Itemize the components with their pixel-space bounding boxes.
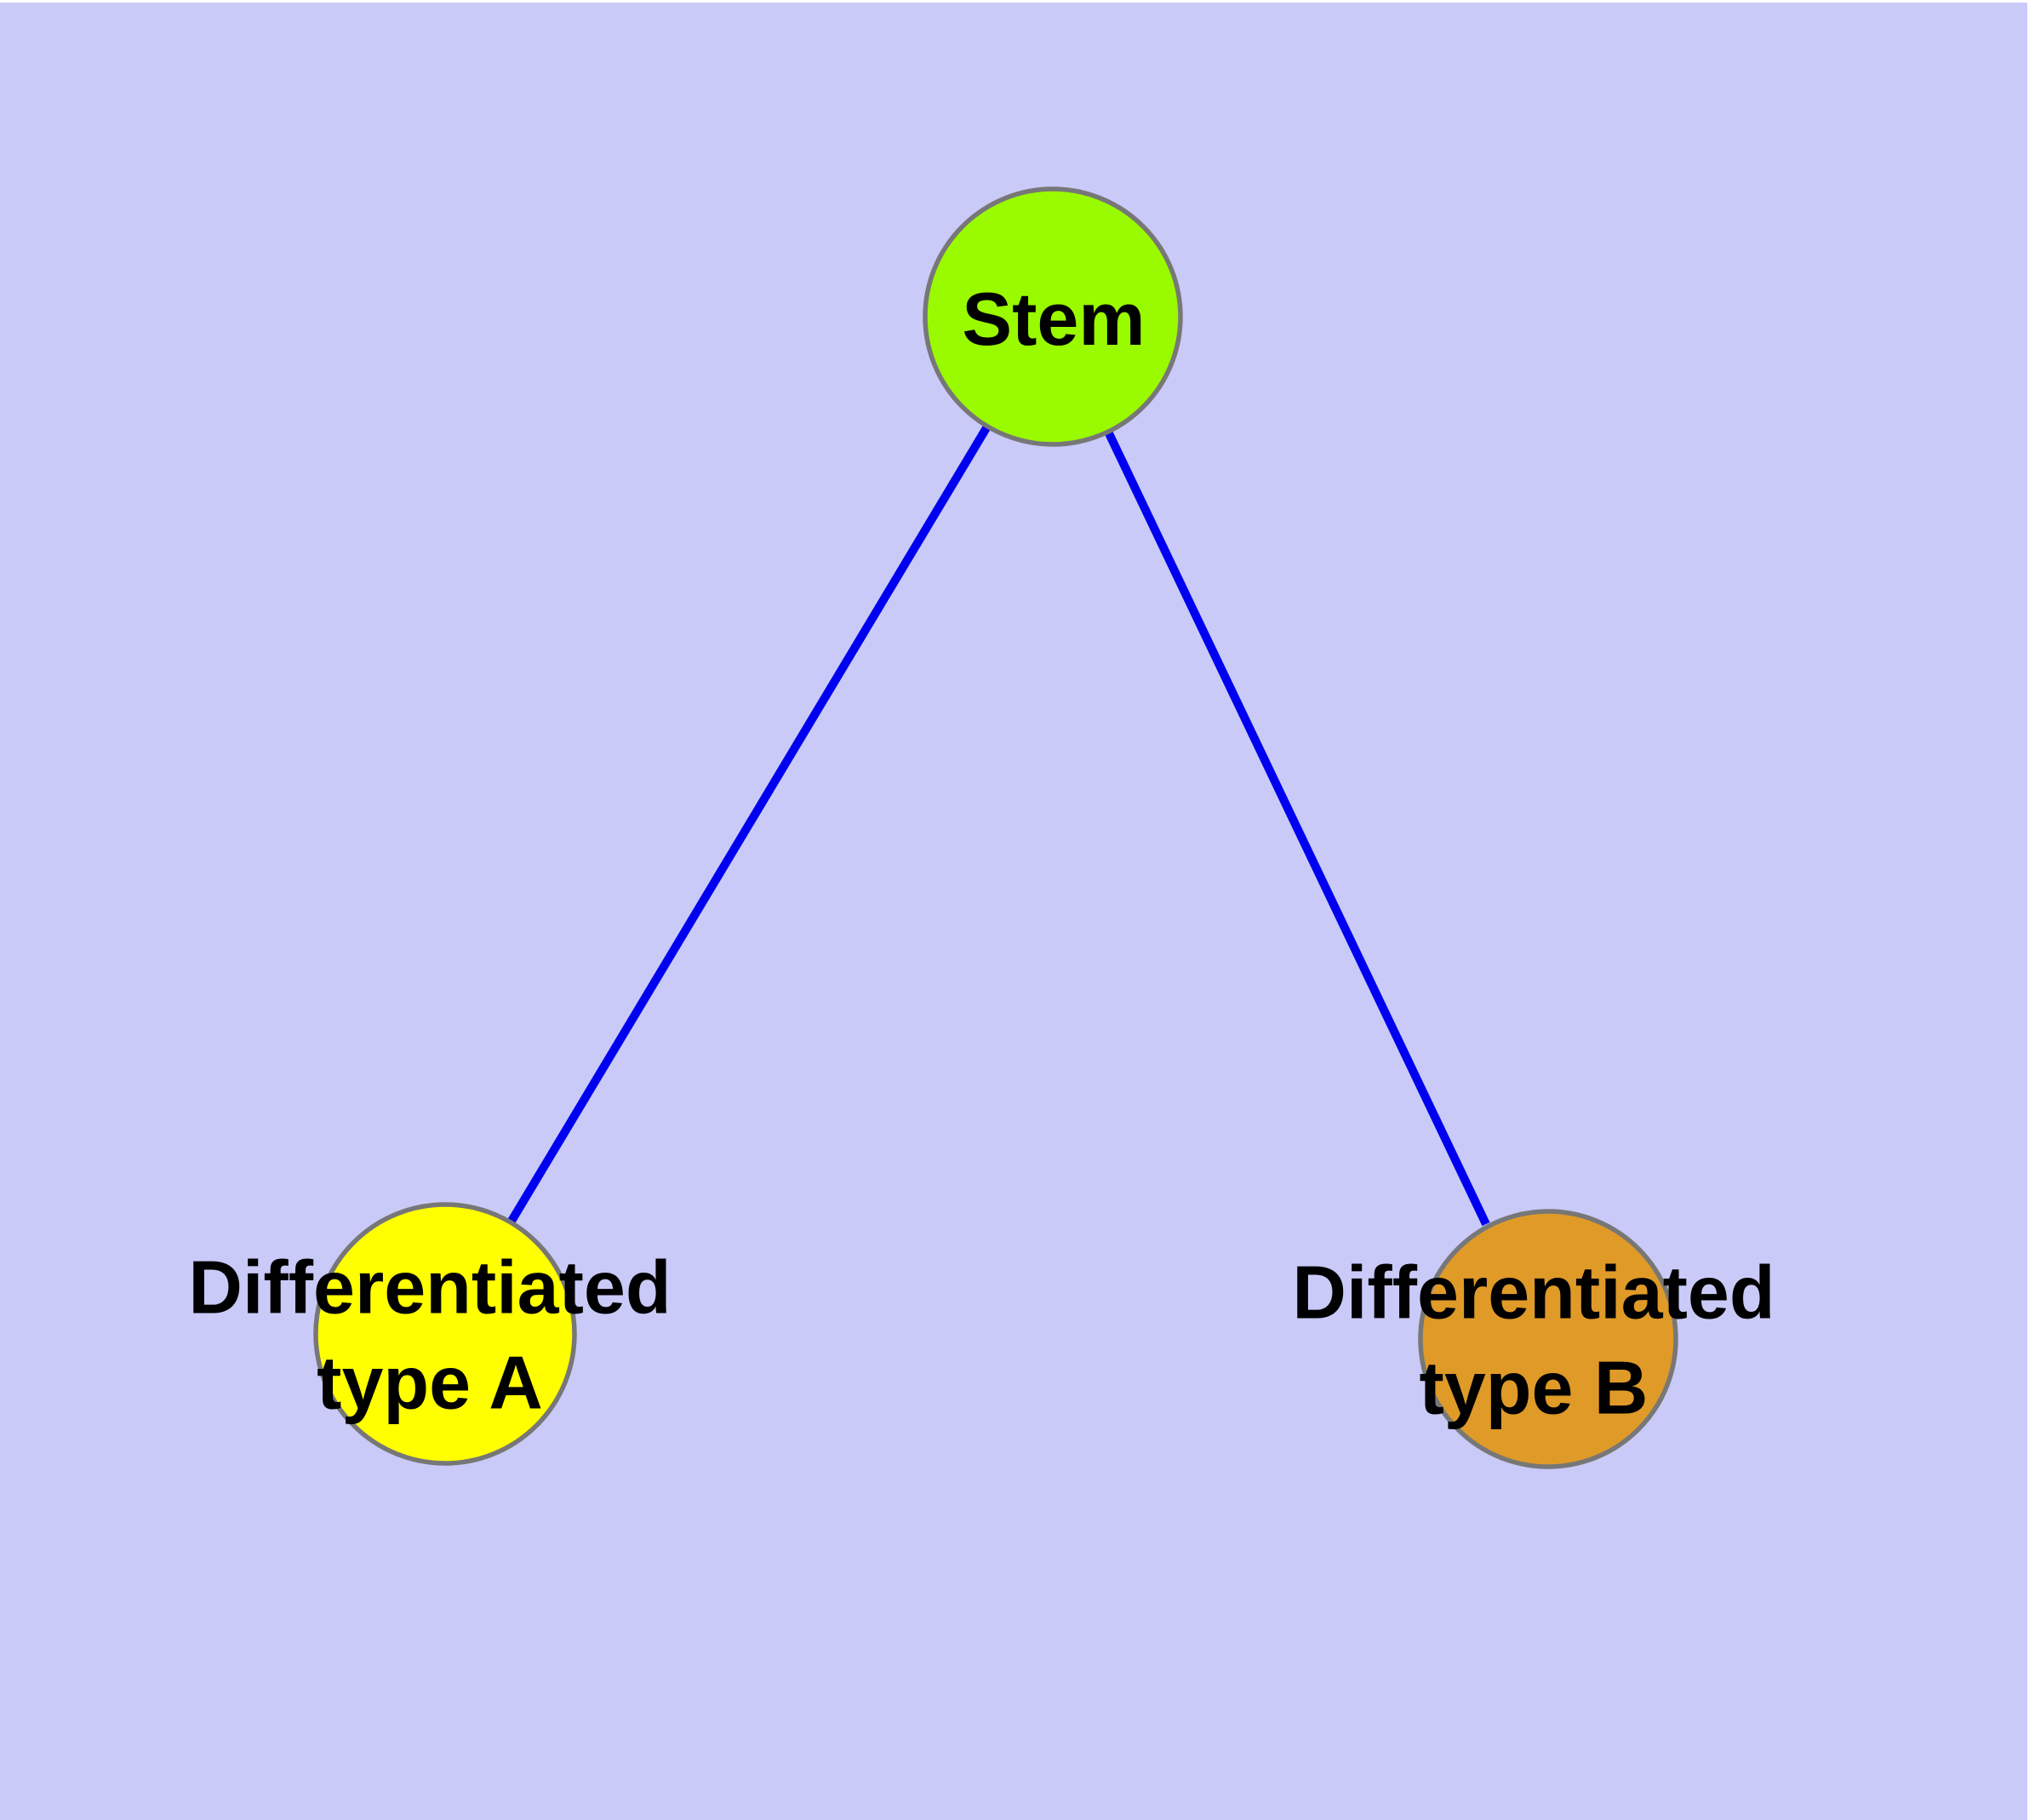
edge-stem-to-type-b — [1104, 429, 1490, 1227]
node-type-b-label: Differentiated type B — [1292, 1250, 1775, 1429]
node-type-a-circle — [313, 1202, 577, 1466]
node-type-b-circle — [1418, 1209, 1678, 1469]
node-stem-label: Stem — [962, 277, 1146, 362]
node-type-a-label: Differentiated type A — [188, 1245, 672, 1424]
edge-stem-to-type-a — [506, 424, 992, 1225]
node-stem-circle — [923, 186, 1183, 447]
